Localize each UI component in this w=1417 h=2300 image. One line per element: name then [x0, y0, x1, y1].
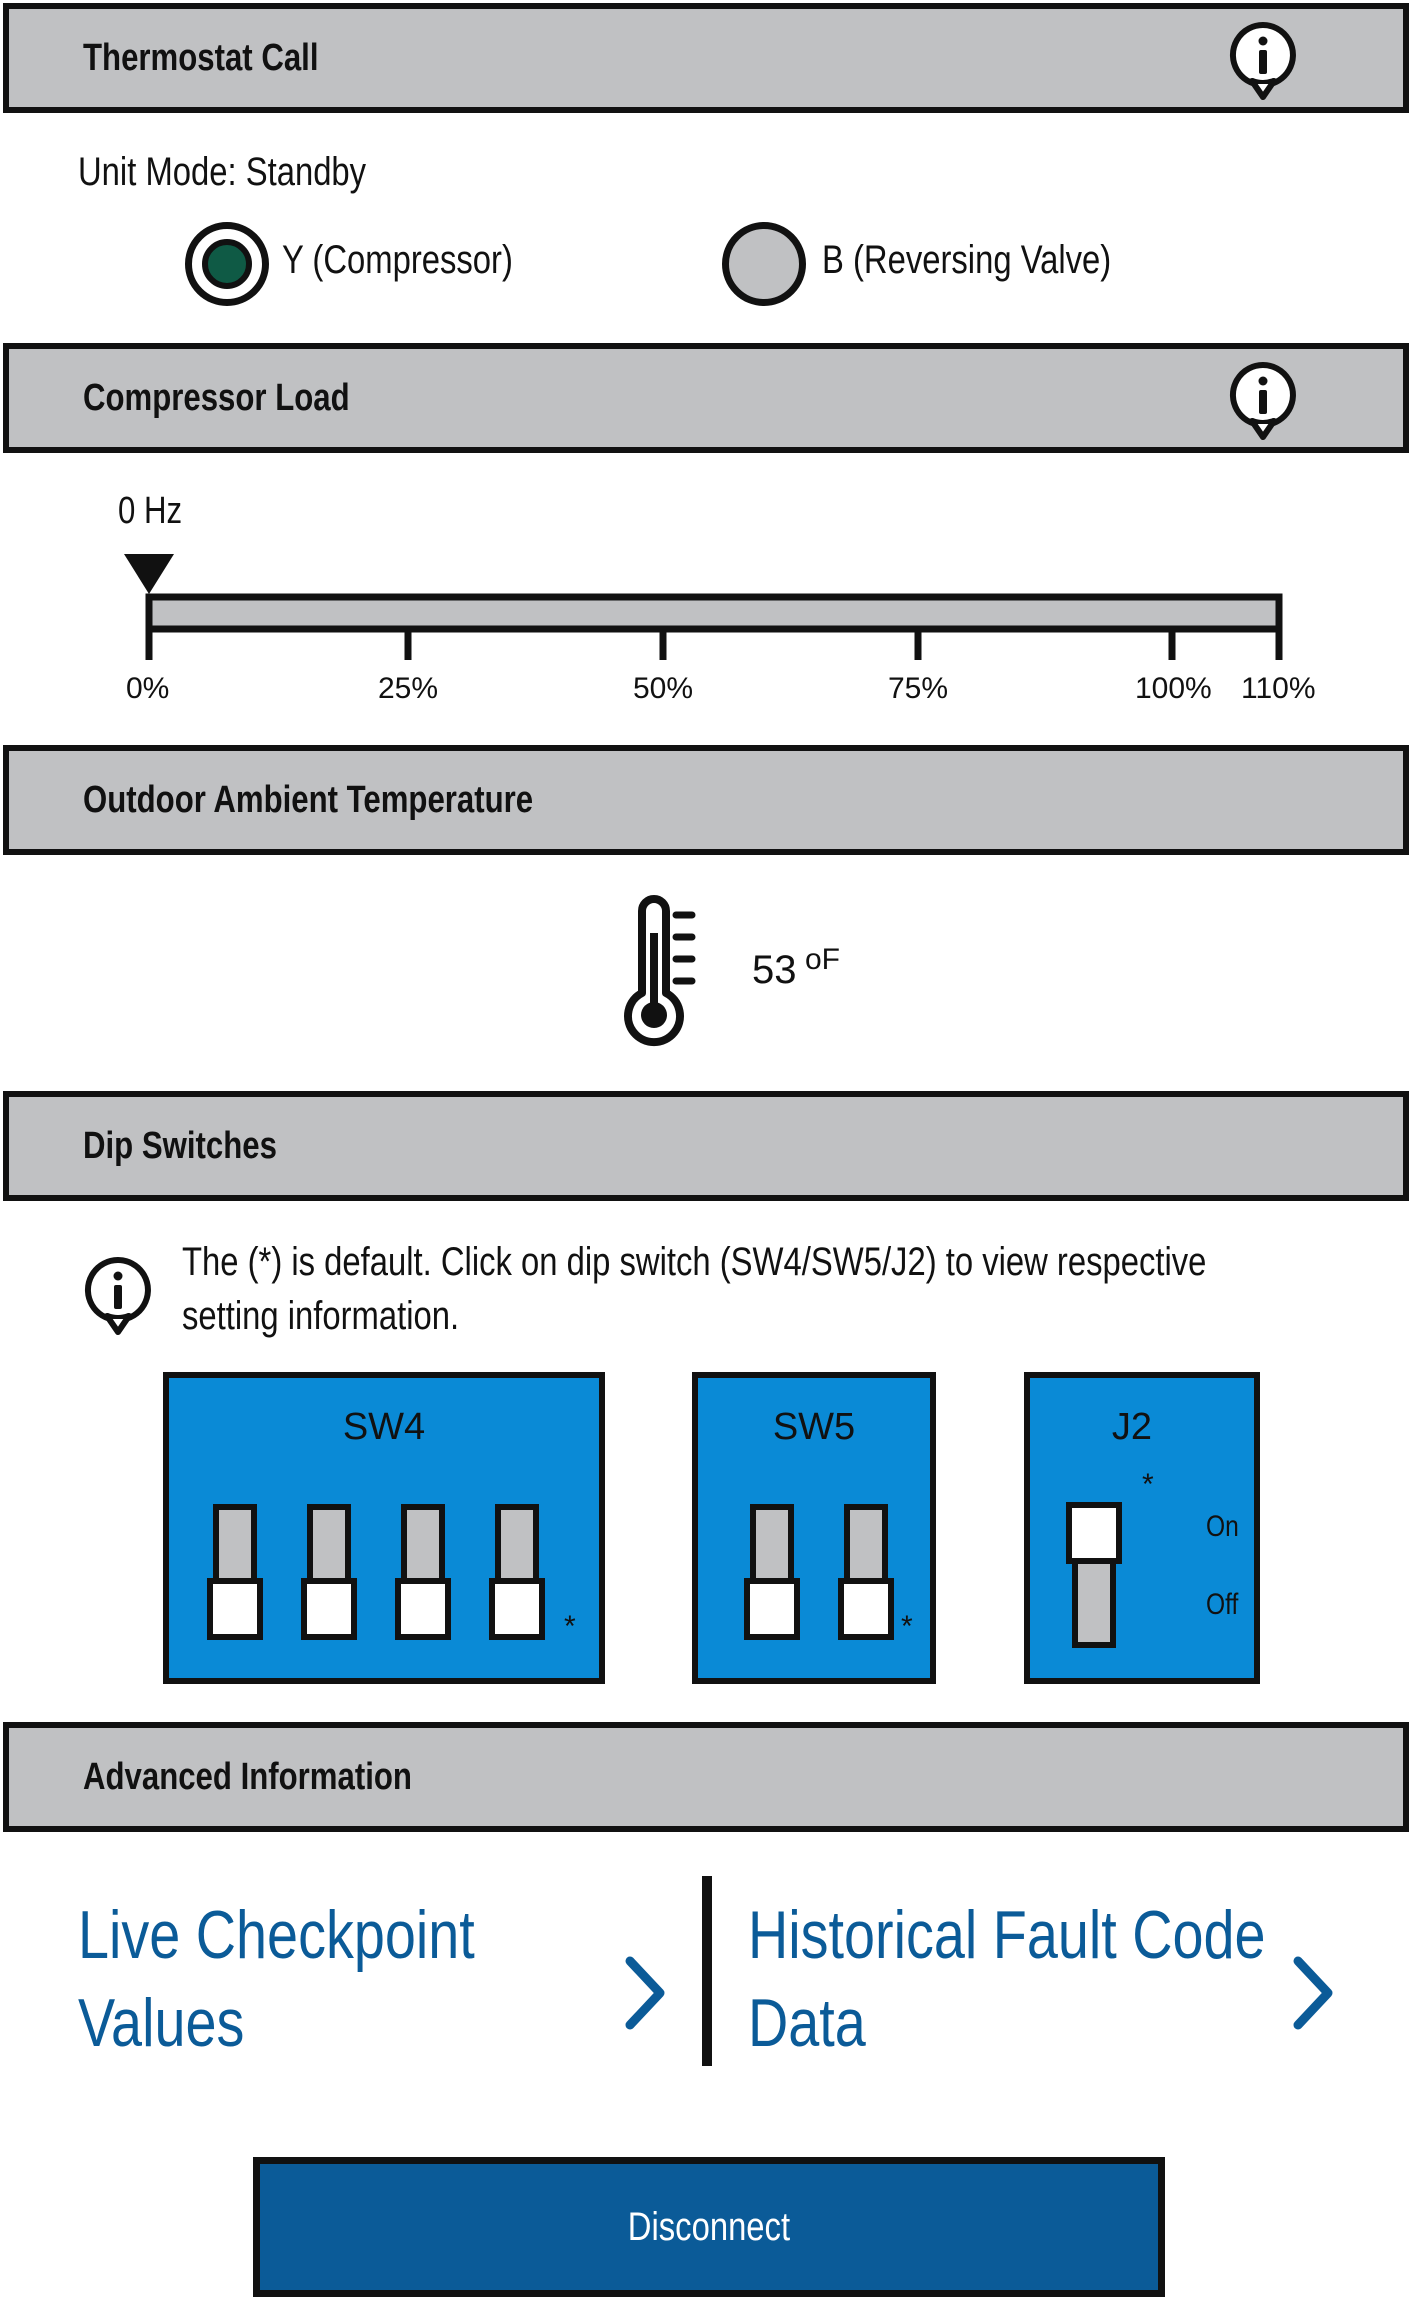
sw5-switch-2[interactable] — [838, 1504, 894, 1640]
tick-label-0: 0% — [126, 672, 170, 705]
j2-label: J2 — [1111, 1406, 1153, 1448]
live-checkpoint-values-link[interactable]: Live Checkpoint Values — [60, 1885, 680, 2075]
historical-fault-code-link[interactable]: Historical Fault Code Data — [730, 1885, 1350, 2075]
section-title: Compressor Load — [83, 377, 350, 419]
sw5-label: SW5 — [772, 1406, 856, 1448]
info-icon — [85, 1257, 151, 1335]
advanced-information-header: Advanced Information — [3, 1722, 1409, 1832]
b-reversing-valve-label: B (Reversing Valve) — [822, 238, 1112, 282]
sw4-dip-switch[interactable]: SW4 * — [163, 1372, 605, 1684]
y-compressor-indicator — [185, 222, 269, 306]
tick-label-50: 50% — [633, 672, 694, 705]
chevron-right-icon — [1293, 1956, 1333, 2030]
historical-fault-line1: Historical Fault Code — [748, 1897, 1266, 1973]
j2-default-marker: * — [1142, 1468, 1154, 1501]
thermostat-call-header: Thermostat Call — [3, 3, 1409, 113]
temperature-unit: oF — [804, 943, 840, 976]
disconnect-label: Disconnect — [627, 2205, 791, 2249]
sw4-switch-4[interactable] — [489, 1504, 545, 1640]
tick-label-100: 100% — [1135, 672, 1212, 705]
load-pointer — [124, 554, 174, 594]
sw4-switch-3[interactable] — [395, 1504, 451, 1640]
dip-note-line1: The (*) is default. Click on dip switch … — [182, 1240, 1207, 1284]
sw4-default-marker: * — [564, 1610, 576, 1643]
section-title: Outdoor Ambient Temperature — [83, 779, 534, 821]
disconnect-button[interactable]: Disconnect — [253, 2157, 1165, 2297]
section-title: Advanced Information — [83, 1756, 412, 1798]
thermometer-icon — [624, 895, 696, 1046]
gauge-ticks — [145, 629, 1283, 660]
j2-on-label: On — [1206, 1510, 1239, 1543]
link-divider — [702, 1876, 712, 2066]
historical-fault-line2: Data — [748, 1985, 866, 2061]
temperature-value: 53 — [752, 948, 797, 992]
b-reversing-valve-indicator — [722, 222, 806, 306]
tick-label-75: 75% — [888, 672, 949, 705]
compressor-frequency: 0 Hz — [118, 490, 183, 532]
ambient-temperature-readout: 53 oF — [752, 943, 840, 993]
section-title: Dip Switches — [83, 1125, 277, 1167]
compressor-load-gauge — [124, 554, 1283, 660]
load-bar-track — [145, 593, 1283, 633]
tick-label-25: 25% — [378, 672, 439, 705]
j2-switch[interactable] — [1066, 1502, 1122, 1648]
y-compressor-label: Y (Compressor) — [282, 238, 513, 282]
live-checkpoint-line2: Values — [78, 1985, 245, 2061]
j2-jumper[interactable]: J2 * On Off — [1024, 1372, 1260, 1684]
sw4-switch-1[interactable] — [207, 1504, 263, 1640]
sw4-switch-2[interactable] — [301, 1504, 357, 1640]
tick-label-110: 110% — [1241, 672, 1316, 705]
chevron-right-icon — [625, 1956, 665, 2030]
dip-note-line2: setting information. — [182, 1294, 460, 1338]
sw5-default-marker: * — [901, 1610, 913, 1643]
info-icon[interactable] — [1227, 19, 1299, 105]
live-checkpoint-line1: Live Checkpoint — [78, 1897, 475, 1973]
sw4-label: SW4 — [342, 1406, 426, 1448]
j2-off-label: Off — [1206, 1588, 1239, 1621]
unit-mode: Unit Mode: Standby — [78, 150, 367, 194]
compressor-load-header: Compressor Load — [3, 343, 1409, 453]
dip-switches-header: Dip Switches — [3, 1091, 1409, 1201]
section-title: Thermostat Call — [83, 37, 319, 79]
sw5-switch-1[interactable] — [744, 1504, 800, 1640]
indicator-active-dot — [202, 239, 252, 289]
info-icon[interactable] — [1227, 359, 1299, 445]
outdoor-ambient-header: Outdoor Ambient Temperature — [3, 745, 1409, 855]
sw5-dip-switch[interactable]: SW5 * — [692, 1372, 936, 1684]
